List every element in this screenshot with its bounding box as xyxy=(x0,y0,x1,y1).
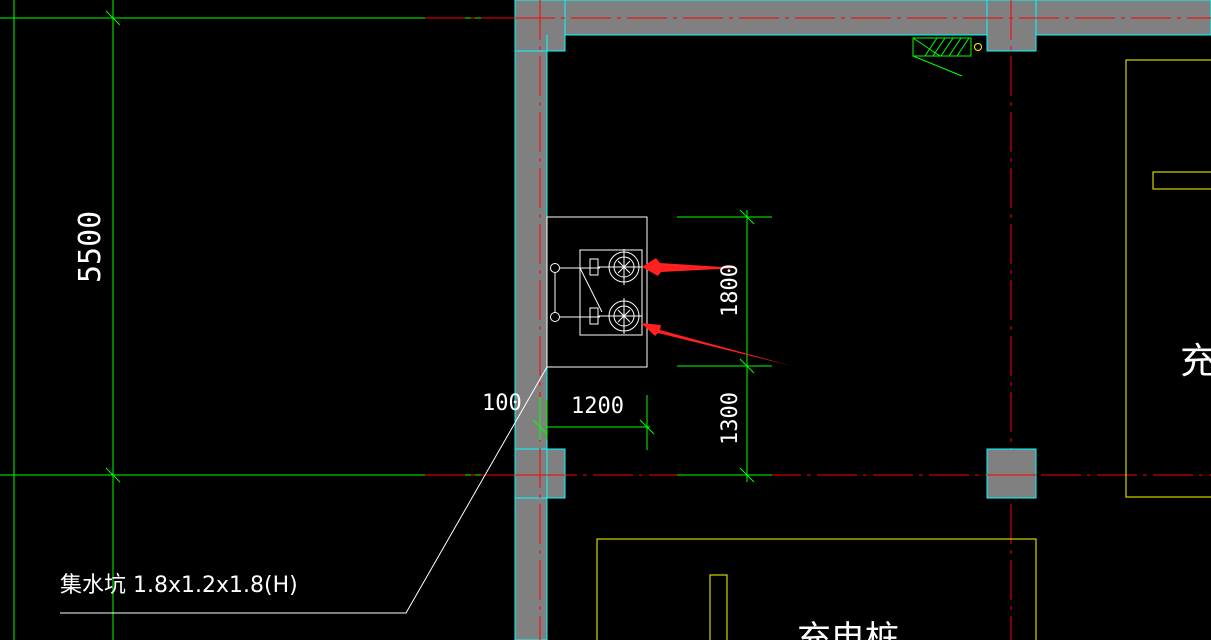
dim-overall-height: 5500 xyxy=(73,211,108,283)
sump-pit-outline xyxy=(546,216,648,368)
dim-pit-width: 1200 xyxy=(571,394,624,419)
pump-2 xyxy=(589,298,642,334)
arrow-pump-1 xyxy=(642,258,738,276)
sump-pit xyxy=(546,216,648,368)
red-arrows xyxy=(641,258,792,366)
dim-wall-offset: 100 xyxy=(482,391,522,416)
room-label-bottom: 充电桩 xyxy=(797,619,899,640)
callout-label: 集水坑 1.8x1.2x1.8(H) xyxy=(60,573,298,598)
vent-symbol xyxy=(912,37,982,77)
arrow-pump-2 xyxy=(641,323,792,366)
room-bottom xyxy=(596,538,1037,640)
column-bottom-right xyxy=(986,448,1037,499)
room-right xyxy=(1125,59,1211,498)
dim-offset-below: 1300 xyxy=(718,392,743,445)
room-label-right: 充 xyxy=(1180,341,1211,382)
pit-dimension-lines xyxy=(532,209,772,483)
callout-leader xyxy=(60,366,548,614)
wall-left xyxy=(514,0,548,640)
pump-1 xyxy=(589,249,642,285)
dim-pit-depth: 1800 xyxy=(718,264,743,317)
